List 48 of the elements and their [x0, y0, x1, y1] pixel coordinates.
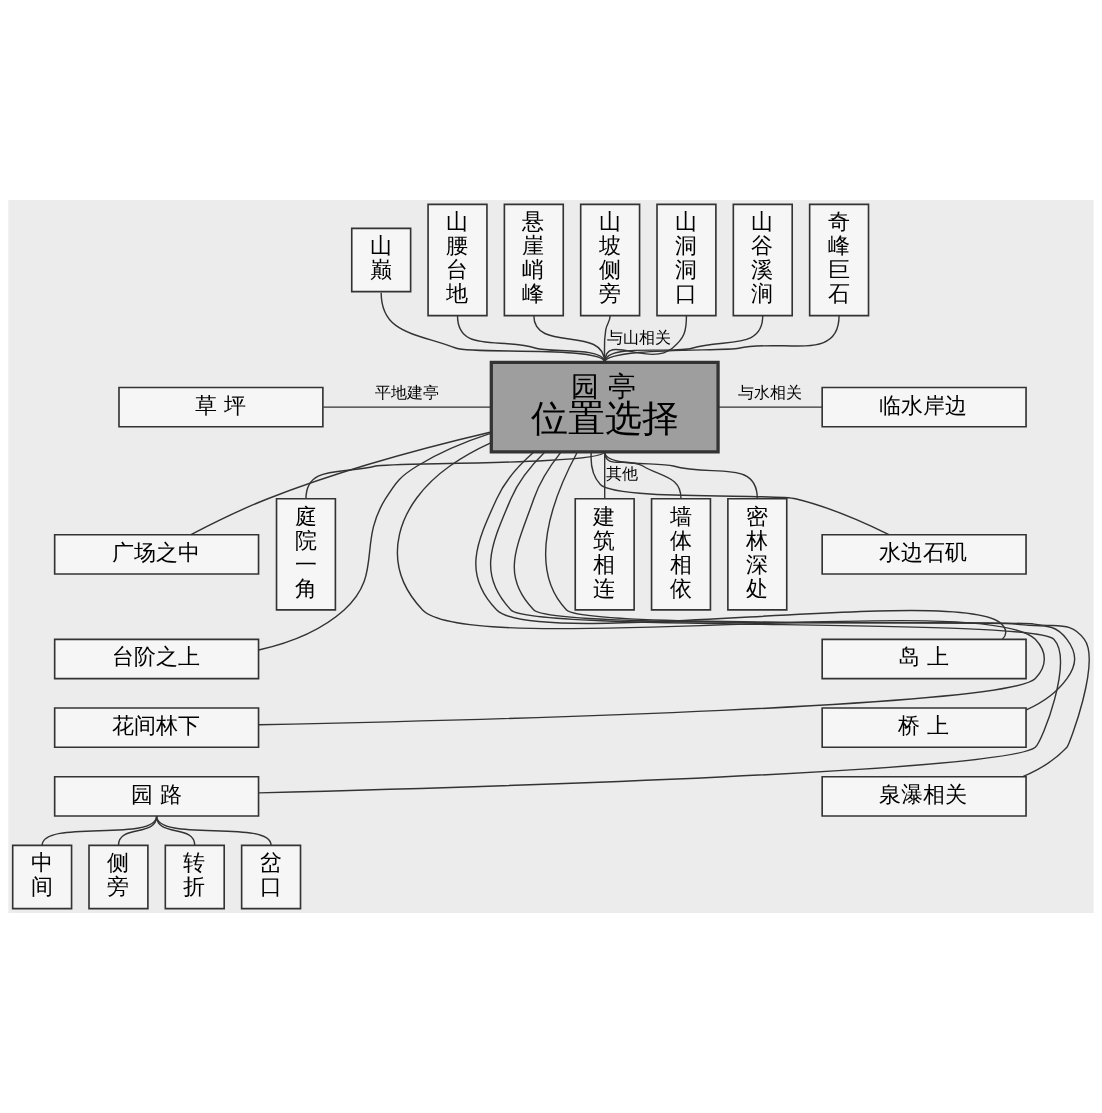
connector [513, 451, 1076, 711]
connector [322, 406, 492, 408]
node-box: 庭院一角 [275, 497, 337, 611]
node-box: 泉瀑相关 [821, 775, 1027, 817]
connector [41, 815, 158, 847]
node-box: 墙体相依 [650, 497, 712, 611]
node-box: 山洞洞口 [656, 203, 717, 317]
edge-label: 其他 [605, 464, 638, 484]
node-box: 密林深处 [727, 497, 788, 611]
node-box: 水边石矶 [821, 533, 1027, 575]
connector [603, 451, 758, 500]
node-box: 广场之中 [53, 533, 260, 575]
node-box: 奇峰巨石 [808, 203, 870, 317]
connector [190, 431, 492, 536]
node-box: 山巅 [350, 227, 412, 293]
node-box: 山腰台地 [427, 203, 488, 317]
connector [456, 314, 606, 364]
node-box: 临水岸边 [821, 386, 1027, 428]
edge-label: 平地建亭 [375, 383, 440, 403]
node-box: 侧旁 [88, 844, 149, 910]
connector [305, 451, 606, 500]
node-box: 悬崖峭峰 [503, 203, 565, 317]
node-box: 转折 [164, 844, 225, 910]
connector [155, 815, 272, 847]
node-box: 花间林下 [53, 707, 260, 749]
node-box: 山坡侧旁 [579, 203, 641, 317]
connector [257, 432, 492, 651]
connector [603, 314, 840, 364]
connector [590, 451, 890, 536]
connector [258, 451, 1062, 794]
connector [717, 406, 823, 408]
node-box: 草 坪 [118, 386, 324, 428]
node-box: 岔口 [240, 844, 302, 910]
connector [475, 451, 1007, 640]
edge-label: 与山相关 [607, 327, 672, 347]
node-box: 中间 [11, 844, 73, 910]
node-box: 岛 上 [821, 638, 1027, 680]
connector [545, 451, 1090, 778]
node-box: 台阶之上 [53, 638, 260, 680]
node-box: 园 亭 位置选择 [489, 360, 720, 454]
node-box: 园 路 [53, 775, 260, 817]
node-box: 建筑相连 [574, 497, 635, 611]
edge-label: 与水相关 [738, 383, 803, 403]
node-box: 山谷溪涧 [732, 203, 794, 317]
node-box: 桥 上 [821, 707, 1027, 749]
connector [258, 441, 1046, 726]
connector [380, 291, 606, 364]
connector [603, 451, 682, 500]
